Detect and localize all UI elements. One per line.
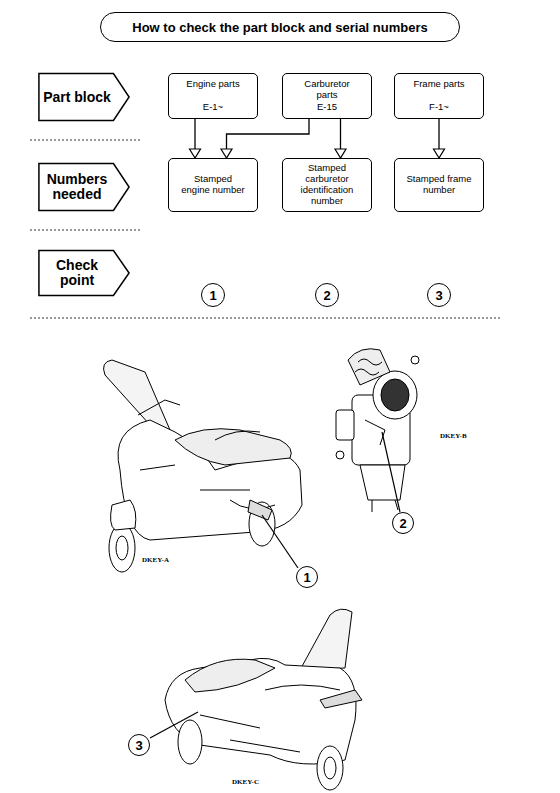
process-box: Stamped frame number xyxy=(394,158,484,212)
node-text: E-15 xyxy=(317,102,337,113)
process-box: Stamped engine number xyxy=(168,158,258,212)
arrow-line xyxy=(194,119,195,158)
process-box: Carburetor partsE-15 xyxy=(282,73,372,119)
node-text: Engine parts xyxy=(186,79,239,90)
node-text: 2 xyxy=(323,288,330,303)
arrow-connector xyxy=(221,119,309,158)
figure-code: DKEY-A xyxy=(142,556,169,564)
arrow-head xyxy=(335,149,346,158)
arrow-line xyxy=(340,119,341,158)
node-text: Carburetor parts xyxy=(294,79,360,101)
arrow-line xyxy=(438,119,439,158)
arrow-connector xyxy=(335,119,346,158)
node-text: Frame parts xyxy=(413,79,464,90)
row-label-pentagon: Part block xyxy=(38,73,130,121)
scooter-front-view xyxy=(104,360,302,572)
node-text: Stamped engine number xyxy=(180,174,246,196)
process-box: Engine partsE-1~ xyxy=(168,73,258,119)
leader-line xyxy=(150,712,198,738)
arrow-head xyxy=(221,149,232,158)
process-box: Frame partsF-1~ xyxy=(394,73,484,119)
callout-number: 3 xyxy=(128,734,150,756)
node-text: Stamped carburetor identification number xyxy=(294,163,360,207)
row-separators xyxy=(30,140,500,318)
node-text: Check point xyxy=(42,258,112,287)
arrow-line xyxy=(227,119,310,158)
callout-number: 1 xyxy=(296,566,318,588)
node-text: Part block xyxy=(43,90,111,105)
arrow-connector xyxy=(434,119,445,158)
node-text: 3 xyxy=(435,288,442,303)
process-box: Stamped carburetor identification number xyxy=(282,158,372,212)
leader-line xyxy=(262,515,298,568)
row-label-pentagon: Check point xyxy=(38,250,130,296)
node-text: 1 xyxy=(209,288,216,303)
arrow-head xyxy=(434,149,445,158)
figure-code: DKEY-B xyxy=(440,432,467,440)
check-point-circle: 2 xyxy=(315,283,339,307)
figure-code: DKEY-C xyxy=(232,778,259,786)
node-text: F-1~ xyxy=(429,102,449,113)
title-heading: How to check the part block and serial n… xyxy=(100,12,460,42)
pentagon-shape xyxy=(39,250,129,295)
scooter-side-view xyxy=(165,609,362,790)
carburetor-illustration xyxy=(336,349,419,512)
check-point-circle: 3 xyxy=(427,283,451,307)
arrow-head xyxy=(190,149,201,158)
check-point-circle: 1 xyxy=(201,283,225,307)
node-text: Numbers needed xyxy=(42,172,112,201)
pentagon-shape xyxy=(39,163,129,210)
node-text: Stamped frame number xyxy=(406,174,472,196)
leader-line xyxy=(382,432,400,512)
pentagon-shape xyxy=(39,73,129,120)
node-text: E-1~ xyxy=(203,102,223,113)
row-label-pentagon: Numbers needed xyxy=(38,163,130,211)
callout-number: 2 xyxy=(392,512,414,534)
arrow-connector xyxy=(190,119,201,158)
